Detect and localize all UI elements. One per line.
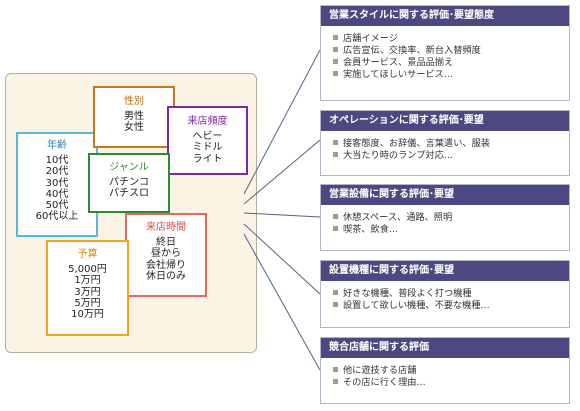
gender-item: 男性: [124, 111, 144, 123]
age-item: 50代: [45, 200, 69, 212]
visit-time-box: 来店時間 終日 昼から 会社帰り 休日のみ: [125, 213, 207, 297]
list-item-label: 接客態度、お辞儀、言葉遣い、服装: [343, 138, 490, 149]
budget-item: 5万円: [74, 297, 101, 309]
list-item-label: 休憩スペース、通路、照明: [343, 212, 453, 223]
visit-time-item: 昼から: [151, 248, 181, 260]
visit-time-title: 来店時間: [146, 222, 186, 233]
age-item: 60代以上: [35, 211, 79, 223]
list-item: 広告宣伝、交換率、新台入替頻度: [333, 45, 569, 57]
list-item: その店に行く理由…: [333, 377, 569, 389]
list-item-label: 喫茶、飲食…: [343, 224, 399, 235]
genre-item: パチスロ: [109, 188, 149, 200]
connector-line: [243, 233, 321, 371]
bullet-square-icon: [333, 47, 338, 52]
card-title: オペレーションに関する評価･要望: [321, 111, 569, 131]
age-box: 年齢 10代 20代 30代 40代 50代 60代以上: [16, 132, 98, 237]
card-list: 好きな機種、普段よく打つ機種 設置して欲しい機種、不要な機種…: [321, 281, 569, 312]
age-item: 20代: [45, 166, 69, 178]
list-item: 大当たり時のランプ対応…: [333, 150, 569, 162]
list-item-label: 店舗イメージ: [343, 33, 398, 44]
budget-item: 10万円: [71, 309, 104, 321]
visit-time-item: 終日: [156, 237, 176, 249]
bullet-square-icon: [333, 59, 338, 64]
gender-title: 性別: [124, 96, 144, 107]
bullet-square-icon: [333, 379, 338, 384]
budget-title: 予算: [77, 249, 98, 260]
genre-item: パチンコ: [109, 177, 149, 189]
card-list: 接客態度、お辞儀、言葉遣い、服装 大当たり時のランプ対応…: [321, 131, 569, 162]
genre-title: ジャンル: [109, 162, 149, 173]
age-item: 10代: [45, 155, 69, 167]
list-item-label: 広告宣伝、交換率、新台入替頻度: [343, 45, 481, 56]
age-item: 40代: [45, 188, 69, 200]
budget-item: 1万円: [74, 275, 101, 287]
card-title: 競合店舗に関する評価: [321, 338, 569, 358]
visit-frequency-item: ミドル: [192, 142, 223, 154]
bullet-square-icon: [333, 71, 338, 76]
age-item: 30代: [45, 177, 69, 189]
list-item-label: 好きな機種、普段よく打つ機種: [343, 288, 472, 299]
bullet-square-icon: [333, 290, 338, 295]
card-title: 営業設備に関する評価･要望: [321, 185, 569, 205]
bullet-square-icon: [333, 35, 338, 40]
visit-frequency-box: 来店頻度 ヘビー ミドル ライト: [167, 106, 248, 175]
list-item: 店舗イメージ: [333, 33, 569, 45]
list-item-label: 他に遊技する店舗: [343, 365, 417, 376]
visit-frequency-item: ヘビー: [192, 131, 223, 143]
genre-box: ジャンル パチンコ パチスロ: [88, 153, 170, 213]
list-item: 実施してほしいサービス…: [333, 69, 569, 81]
list-item: 会員サービス、景品品揃え: [333, 57, 569, 69]
gender-item: 女性: [124, 122, 144, 134]
visit-frequency-item: ライト: [192, 153, 223, 165]
visit-frequency-title: 来店頻度: [187, 116, 228, 127]
list-item: 好きな機種、普段よく打つ機種: [333, 288, 569, 300]
card-machines: 設置機種に関する評価･要望 好きな機種、普段よく打つ機種 設置して欲しい機種、不…: [320, 260, 570, 328]
list-item: 設置して欲しい機種、不要な機種…: [333, 300, 569, 312]
card-list: 他に遊技する店舗 その店に行く理由…: [321, 358, 569, 389]
list-item-label: 設置して欲しい機種、不要な機種…: [343, 300, 490, 311]
list-item-label: 実施してほしいサービス…: [343, 69, 453, 80]
budget-item: 3万円: [74, 286, 101, 298]
card-title: 設置機種に関する評価･要望: [321, 261, 569, 281]
list-item: 休憩スペース、通路、照明: [333, 212, 569, 224]
bullet-square-icon: [333, 140, 338, 145]
connector-line: [243, 49, 321, 195]
bullet-square-icon: [333, 302, 338, 307]
card-list: 店舗イメージ 広告宣伝、交換率、新台入替頻度 会員サービス、景品品揃え 実施して…: [321, 26, 569, 81]
budget-item: 5,000円: [68, 264, 107, 276]
visit-time-item: 休日のみ: [146, 270, 186, 282]
card-competitors: 競合店舗に関する評価 他に遊技する店舗 その店に行く理由…: [320, 337, 570, 404]
bullet-square-icon: [333, 214, 338, 219]
age-title: 年齢: [47, 140, 67, 151]
list-item: 喫茶、飲食…: [333, 224, 569, 236]
bullet-square-icon: [333, 367, 338, 372]
gender-box: 性別 男性 女性: [93, 86, 175, 148]
card-operation: オペレーションに関する評価･要望 接客態度、お辞儀、言葉遣い、服装 大当たり時の…: [320, 110, 570, 176]
list-item-label: その店に行く理由…: [343, 377, 426, 388]
connector-line: [243, 212, 321, 218]
list-item-label: 大当たり時のランプ対応…: [343, 150, 453, 161]
list-item: 他に遊技する店舗: [333, 365, 569, 377]
card-list: 休憩スペース、通路、照明 喫茶、飲食…: [321, 205, 569, 236]
card-business-style: 営業スタイルに関する評価･要望態度 店舗イメージ 広告宣伝、交換率、新台入替頻度…: [320, 5, 570, 101]
connector-line: [243, 139, 321, 205]
card-facilities: 営業設備に関する評価･要望 休憩スペース、通路、照明 喫茶、飲食…: [320, 184, 570, 251]
bullet-square-icon: [333, 152, 338, 157]
bullet-square-icon: [333, 226, 338, 231]
list-item: 接客態度、お辞儀、言葉遣い、服装: [333, 138, 569, 150]
card-title: 営業スタイルに関する評価･要望態度: [321, 6, 569, 26]
list-item-label: 会員サービス、景品品揃え: [343, 57, 454, 68]
visit-time-item: 会社帰り: [146, 259, 186, 271]
connector-line: [243, 223, 321, 295]
budget-box: 予算 5,000円 1万円 3万円 5万円 10万円: [46, 240, 129, 336]
